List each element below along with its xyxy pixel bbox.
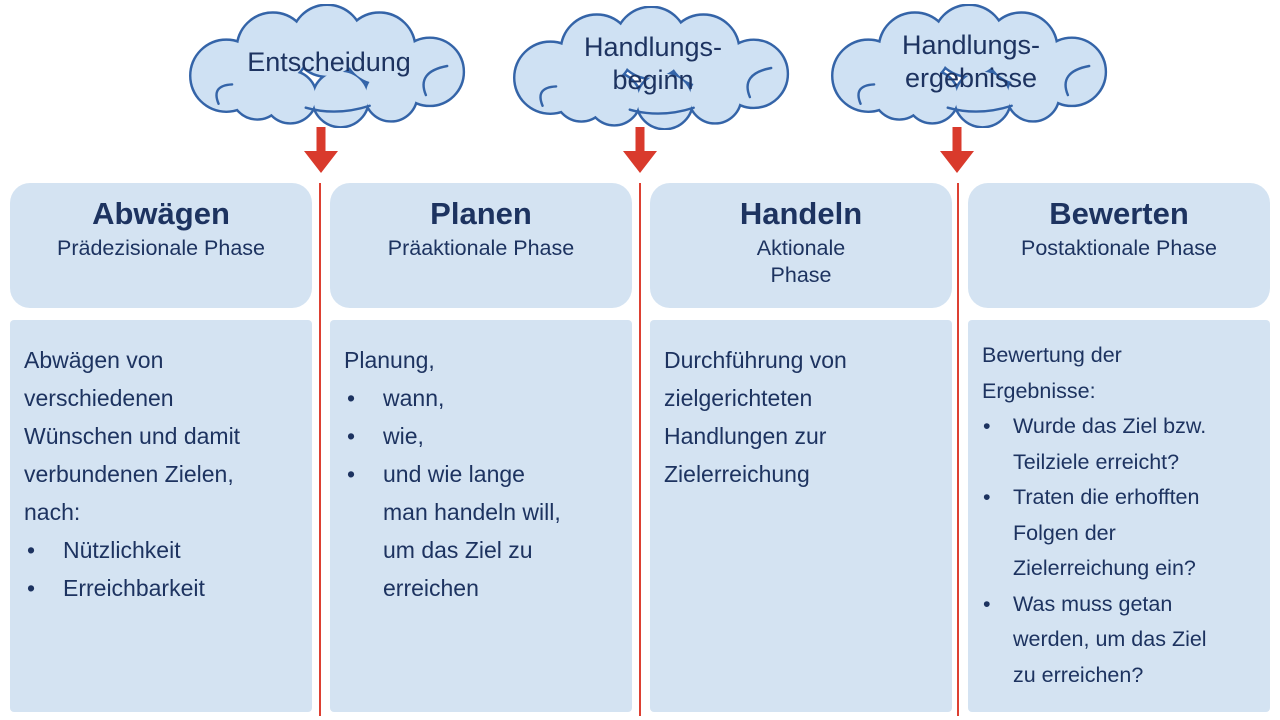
phase-divider-line bbox=[639, 183, 641, 716]
phase-body: Durchführung von zielgerichteten Handlun… bbox=[650, 320, 952, 712]
bullet-item: • wie, bbox=[344, 417, 624, 455]
phase-subtitle: Prädezisionale Phase bbox=[57, 236, 265, 260]
bullet-text: Wurde das Ziel bzw. Teilziele erreicht? bbox=[1013, 414, 1207, 474]
down-arrow-icon bbox=[940, 127, 974, 173]
down-arrow-icon bbox=[623, 127, 657, 173]
body-paragraph: Durchführung von zielgerichteten Handlun… bbox=[664, 347, 847, 487]
bullet-text: und wie lange man handeln will, um das Z… bbox=[383, 461, 561, 601]
phase-divider-line bbox=[957, 183, 959, 716]
phase-body: Planung, • wann, • wie, • und wie lange man ha… bbox=[330, 320, 632, 712]
bullet-item: • Wurde das Ziel bzw. Teilziele erreicht? bbox=[982, 409, 1262, 480]
bullet-dot: • bbox=[983, 414, 991, 438]
thought-cloud-handlungsbeginn: Handlungs- beginn bbox=[502, 6, 804, 130]
phase-body: Abwägen von verschiedenen Wünschen und d… bbox=[10, 320, 312, 712]
cloud-icon bbox=[831, 4, 1108, 128]
phase-title: Handeln bbox=[739, 196, 863, 231]
phase-title: Abwägen bbox=[92, 196, 230, 231]
body-paragraph: Planung, bbox=[344, 347, 435, 373]
phase-title: Bewerten bbox=[1049, 196, 1189, 231]
bullet-dot: • bbox=[347, 461, 356, 487]
thought-cloud-entscheidung: Entscheidung bbox=[178, 4, 480, 128]
bullet-text: Erreichbarkeit bbox=[63, 575, 205, 601]
bullet-text: Traten die erhofften Folgen der Zielerre… bbox=[1013, 485, 1200, 580]
bullet-dot: • bbox=[983, 485, 991, 509]
body-paragraph: Abwägen von verschiedenen Wünschen und d… bbox=[24, 347, 241, 525]
phase-header: Abwägen Prädezisionale Phase bbox=[10, 183, 312, 308]
bullet-item: • Nützlichkeit bbox=[24, 531, 304, 569]
phase-subtitle: Präaktionale Phase bbox=[387, 236, 575, 260]
bullet-text: wie, bbox=[383, 423, 424, 449]
phase-header: Bewerten Postaktionale Phase bbox=[968, 183, 1270, 308]
phase-title: Planen bbox=[430, 196, 532, 231]
down-arrow-icon bbox=[304, 127, 338, 173]
bullet-text: Nützlichkeit bbox=[63, 537, 181, 563]
bullet-dot: • bbox=[27, 575, 36, 601]
phase-header: Planen Präaktionale Phase bbox=[330, 183, 632, 308]
bullet-text: Was muss getan werden, um das Ziel zu er… bbox=[1013, 591, 1207, 687]
bullet-dot: • bbox=[347, 423, 356, 449]
bullet-item: • Erreichbarkeit bbox=[24, 569, 304, 607]
cloud-icon bbox=[513, 6, 790, 130]
phase-header: Handeln Aktionale Phase bbox=[650, 183, 952, 308]
bullet-item: • Traten die erhofften Folgen der Zielerr… bbox=[982, 480, 1262, 587]
cloud-label: Handlungs- ergebnisse bbox=[901, 30, 1041, 93]
bullet-dot: • bbox=[983, 591, 991, 616]
phase-subtitle: Postaktionale Phase bbox=[1020, 236, 1218, 260]
bullet-dot: • bbox=[347, 385, 356, 411]
bullet-item: • und wie lange man handeln will, um das … bbox=[344, 455, 624, 607]
body-paragraph: Bewertung der Ergebnisse: bbox=[982, 343, 1122, 403]
bullet-item: • wann, bbox=[344, 379, 624, 417]
cloud-label: Entscheidung bbox=[247, 46, 411, 77]
bullet-item: • Was muss getan werden, um das Ziel zu e… bbox=[982, 587, 1262, 694]
phase-body: Bewertung der Ergebnisse: • Wurde das Ziel… bbox=[968, 320, 1270, 712]
cloud-icon bbox=[189, 4, 466, 128]
thought-cloud-handlungsergebnisse: Handlungs- ergebnisse bbox=[820, 4, 1122, 128]
phase-subtitle: Aktionale Phase bbox=[756, 236, 846, 287]
phase-divider-line bbox=[319, 183, 321, 716]
cloud-label: Handlungs- beginn bbox=[583, 32, 723, 95]
bullet-dot: • bbox=[27, 537, 36, 563]
bullet-text: wann, bbox=[383, 385, 445, 411]
